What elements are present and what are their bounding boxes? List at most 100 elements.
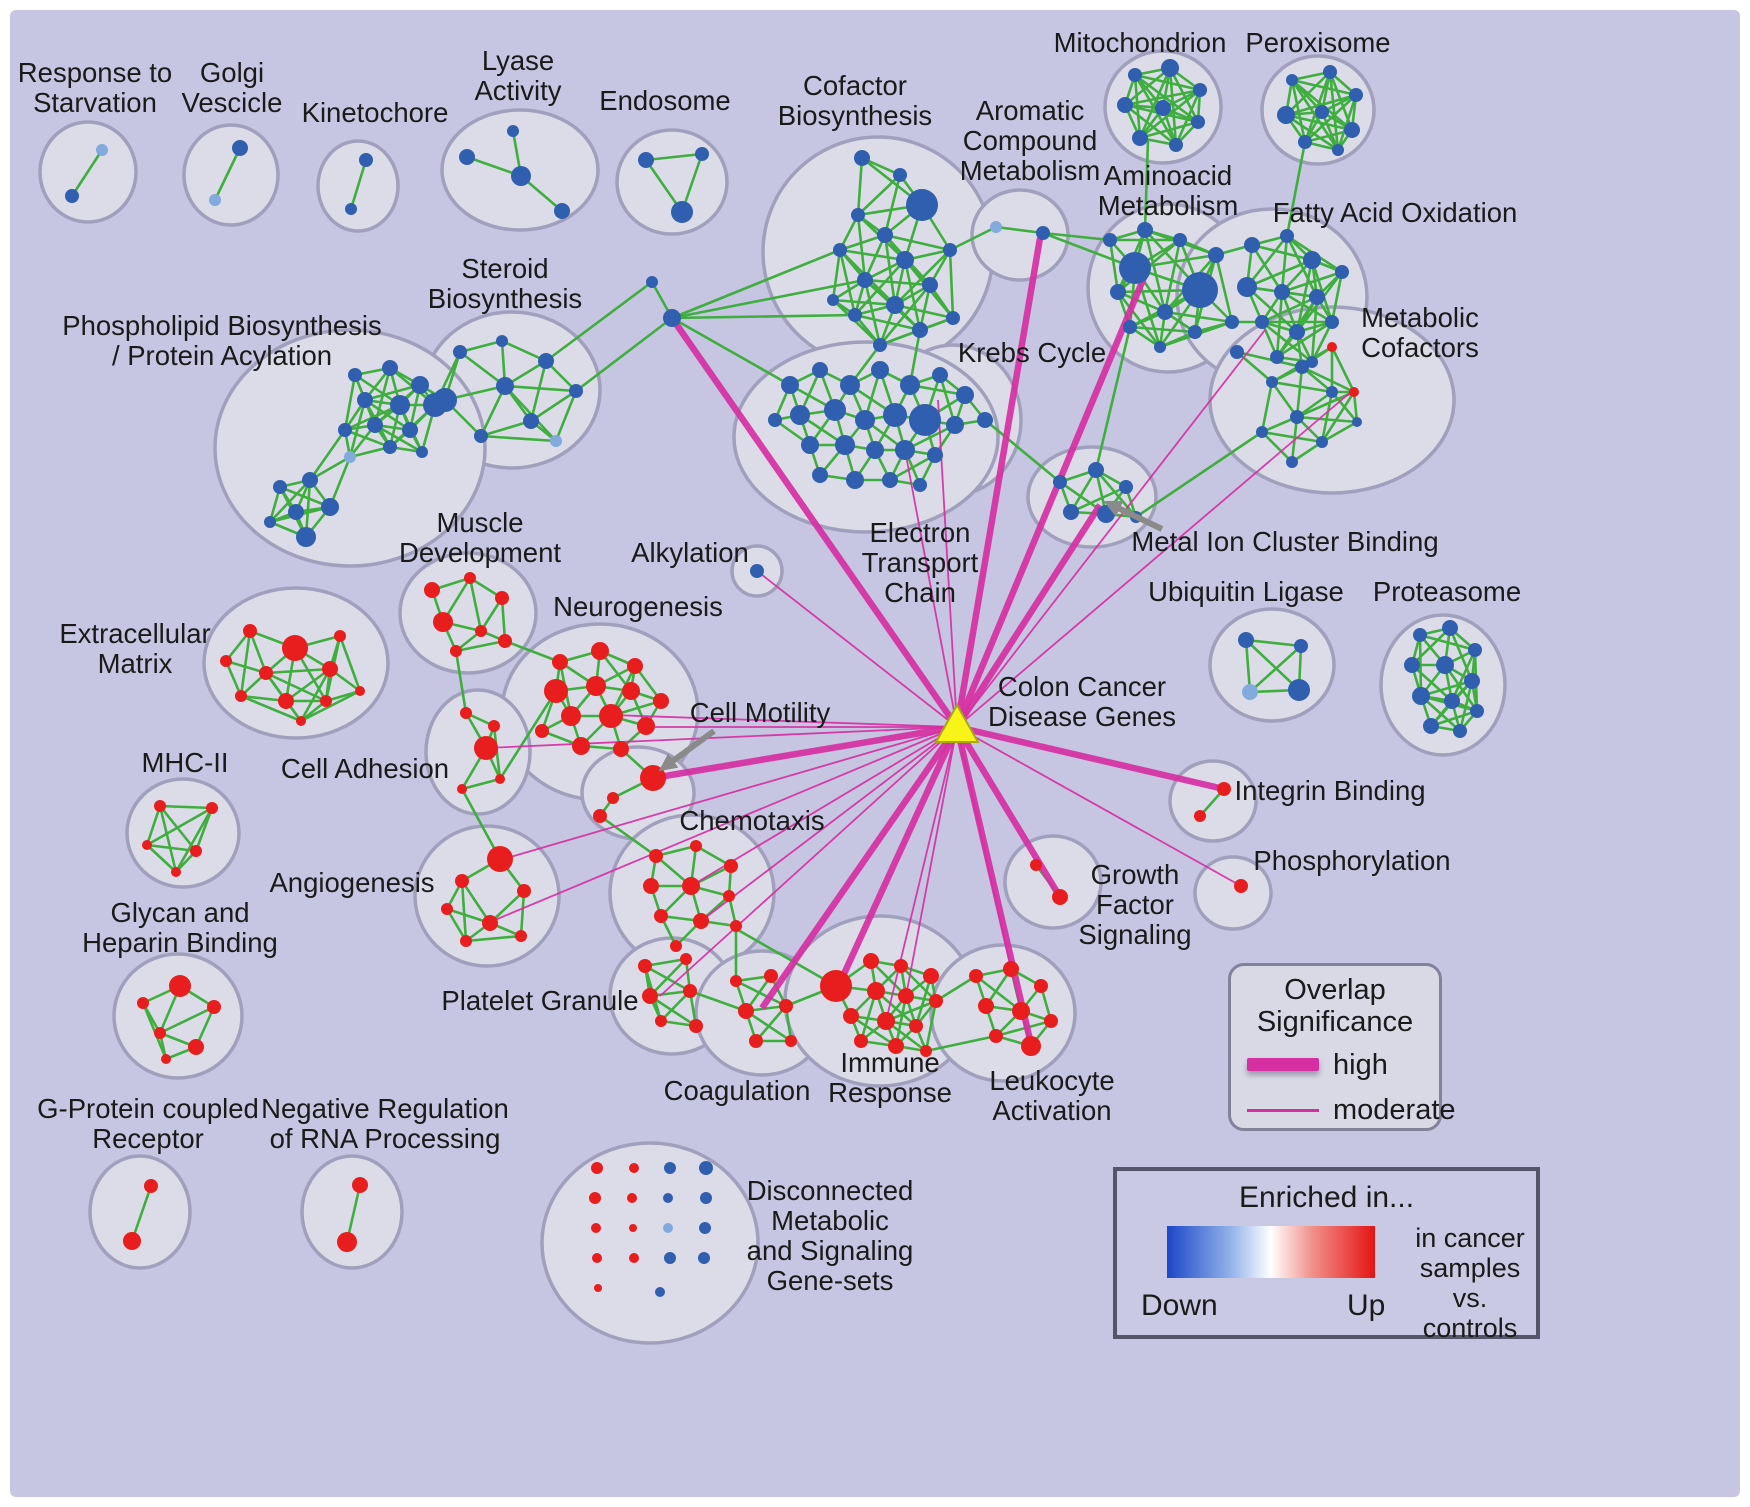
- gene-set-node[interactable]: [877, 227, 893, 243]
- gene-set-node[interactable]: [538, 353, 554, 369]
- gene-set-node[interactable]: [1161, 59, 1179, 77]
- gene-set-node[interactable]: [866, 441, 884, 459]
- gene-set-node[interactable]: [1303, 251, 1321, 269]
- gene-set-node[interactable]: [663, 1223, 673, 1233]
- gene-set-node[interactable]: [569, 384, 583, 398]
- gene-set-node[interactable]: [613, 741, 629, 757]
- gene-set-node[interactable]: [1230, 345, 1244, 359]
- gene-set-node[interactable]: [640, 765, 666, 791]
- gene-set-node[interactable]: [1237, 277, 1257, 297]
- gene-set-node[interactable]: [188, 1039, 204, 1055]
- gene-set-node[interactable]: [627, 658, 643, 674]
- gene-set-node[interactable]: [344, 451, 356, 463]
- gene-set-node[interactable]: [488, 720, 500, 732]
- gene-set-node[interactable]: [599, 704, 623, 728]
- gene-set-node[interactable]: [1191, 115, 1205, 129]
- gene-set-node[interactable]: [896, 251, 914, 269]
- gene-set-node[interactable]: [1442, 620, 1458, 636]
- gene-set-node[interactable]: [482, 915, 498, 931]
- gene-set-node[interactable]: [1034, 979, 1048, 993]
- gene-set-node[interactable]: [457, 784, 467, 794]
- gene-set-node[interactable]: [857, 272, 873, 288]
- gene-set-node[interactable]: [288, 504, 304, 520]
- gene-set-node[interactable]: [243, 624, 257, 638]
- gene-set-node[interactable]: [507, 125, 519, 137]
- gene-set-node[interactable]: [1295, 360, 1309, 374]
- gene-set-node[interactable]: [1119, 480, 1133, 494]
- gene-set-node[interactable]: [561, 706, 581, 726]
- gene-set-node[interactable]: [1349, 387, 1359, 397]
- gene-set-node[interactable]: [730, 975, 742, 987]
- gene-set-node[interactable]: [337, 1232, 357, 1252]
- gene-set-node[interactable]: [592, 1253, 602, 1263]
- gene-set-node[interactable]: [900, 375, 920, 395]
- gene-set-node[interactable]: [1288, 679, 1310, 701]
- gene-set-node[interactable]: [920, 1045, 932, 1057]
- gene-set-node[interactable]: [593, 809, 607, 823]
- gene-set-node[interactable]: [1316, 436, 1328, 448]
- gene-set-node[interactable]: [883, 403, 907, 427]
- gene-set-node[interactable]: [873, 338, 887, 352]
- gene-set-node[interactable]: [1412, 687, 1430, 705]
- gene-set-node[interactable]: [812, 467, 828, 483]
- gene-set-node[interactable]: [511, 166, 531, 186]
- gene-set-node[interactable]: [779, 999, 793, 1013]
- gene-set-node[interactable]: [637, 717, 655, 735]
- gene-set-node[interactable]: [851, 208, 865, 222]
- gene-set-node[interactable]: [854, 1034, 868, 1048]
- gene-set-node[interactable]: [474, 736, 498, 760]
- gene-set-node[interactable]: [1052, 889, 1068, 905]
- gene-set-node[interactable]: [142, 840, 152, 850]
- gene-set-node[interactable]: [877, 1012, 895, 1030]
- gene-set-node[interactable]: [259, 666, 273, 680]
- gene-set-node[interactable]: [1193, 83, 1207, 97]
- gene-set-node[interactable]: [190, 845, 202, 857]
- gene-set-node[interactable]: [1444, 693, 1460, 709]
- gene-set-node[interactable]: [1123, 320, 1137, 334]
- gene-set-node[interactable]: [322, 661, 338, 677]
- gene-set-node[interactable]: [348, 368, 362, 382]
- gene-set-node[interactable]: [812, 362, 828, 378]
- gene-set-node[interactable]: [768, 413, 782, 427]
- gene-set-node[interactable]: [433, 612, 453, 632]
- gene-set-node[interactable]: [1044, 1014, 1058, 1028]
- gene-set-node[interactable]: [646, 276, 658, 288]
- gene-set-node[interactable]: [863, 953, 879, 969]
- gene-set-node[interactable]: [1217, 782, 1231, 796]
- gene-set-node[interactable]: [670, 940, 682, 952]
- gene-set-node[interactable]: [296, 527, 316, 547]
- gene-set-node[interactable]: [790, 405, 810, 425]
- gene-set-node[interactable]: [523, 413, 539, 429]
- gene-set-node[interactable]: [334, 630, 346, 642]
- gene-set-node[interactable]: [475, 625, 487, 637]
- gene-set-node[interactable]: [1036, 226, 1050, 240]
- gene-set-node[interactable]: [1110, 284, 1126, 300]
- gene-set-node[interactable]: [1332, 144, 1344, 156]
- gene-set-node[interactable]: [989, 1029, 1003, 1043]
- gene-set-node[interactable]: [423, 393, 447, 417]
- gene-set-node[interactable]: [544, 679, 568, 703]
- gene-set-node[interactable]: [498, 634, 512, 648]
- gene-set-node[interactable]: [278, 693, 294, 709]
- gene-set-node[interactable]: [1063, 504, 1079, 520]
- gene-set-node[interactable]: [171, 867, 181, 877]
- gene-set-node[interactable]: [690, 840, 702, 852]
- gene-set-node[interactable]: [1155, 100, 1171, 116]
- gene-set-node[interactable]: [671, 201, 693, 223]
- gene-set-node[interactable]: [627, 1193, 637, 1203]
- gene-set-node[interactable]: [1169, 138, 1183, 152]
- gene-set-node[interactable]: [655, 1287, 665, 1297]
- gene-set-node[interactable]: [835, 435, 855, 455]
- gene-set-node[interactable]: [586, 676, 606, 696]
- gene-set-node[interactable]: [1335, 265, 1349, 279]
- gene-set-node[interactable]: [946, 311, 960, 325]
- gene-set-node[interactable]: [206, 802, 218, 814]
- gene-set-node[interactable]: [1289, 324, 1305, 340]
- gene-set-node[interactable]: [893, 168, 907, 182]
- gene-set-node[interactable]: [495, 774, 505, 784]
- gene-set-node[interactable]: [1242, 684, 1258, 700]
- gene-set-node[interactable]: [594, 1284, 602, 1292]
- gene-set-node[interactable]: [1326, 386, 1338, 398]
- gene-set-node[interactable]: [801, 436, 819, 454]
- gene-set-node[interactable]: [695, 147, 709, 161]
